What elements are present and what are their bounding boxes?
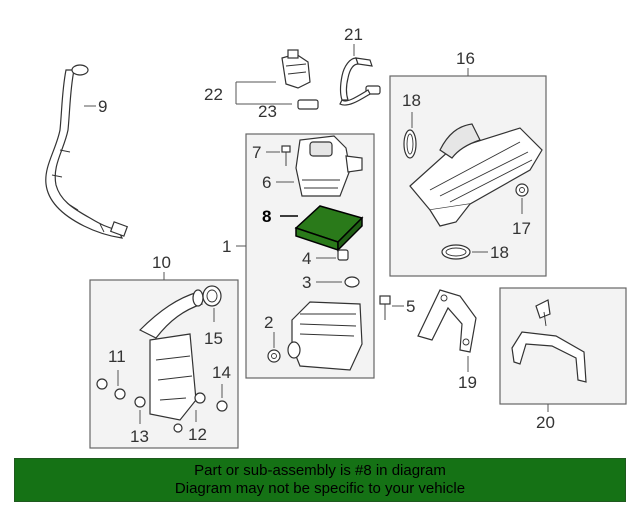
callout-13: 13 <box>130 427 149 446</box>
part-14-grommet[interactable] <box>216 400 228 412</box>
part-23-clip[interactable] <box>297 99 319 110</box>
part-8-air-filter[interactable] <box>294 205 364 252</box>
banner-line-1: Part or sub-assembly is #8 in diagram <box>194 462 446 479</box>
banner-line-2: Diagram may not be specific to your vehi… <box>174 480 466 497</box>
part-2-grommet[interactable] <box>267 349 281 363</box>
part-20-bracket[interactable] <box>511 299 587 383</box>
info-banner: Part or sub-assembly is #8 in diagram Di… <box>14 458 626 502</box>
callout-11: 11 <box>108 347 126 366</box>
part-12-grommet[interactable] <box>173 392 206 433</box>
callout-2: 2 <box>264 313 273 332</box>
callout-23: 23 <box>258 102 277 121</box>
part-11-grommet[interactable] <box>96 378 126 400</box>
callout-5: 5 <box>406 297 415 316</box>
part-3-grommet[interactable] <box>344 276 360 288</box>
part-16-air-cleaner-cover[interactable] <box>409 123 543 227</box>
part-7-bolt[interactable] <box>281 145 291 166</box>
callout-6: 6 <box>262 173 271 192</box>
part-19-bracket[interactable] <box>417 289 477 353</box>
part-4-plug[interactable] <box>337 249 349 261</box>
callout-3: 3 <box>302 273 311 292</box>
callout-20: 20 <box>536 413 555 432</box>
part-22-sensor[interactable] <box>281 49 311 89</box>
callout-15: 15 <box>204 329 223 348</box>
part-18-clamp-upper[interactable] <box>403 129 417 159</box>
part-9-inlet-duct[interactable] <box>45 64 129 239</box>
part-15-clamp[interactable] <box>202 285 222 307</box>
callout-22: 22 <box>204 85 223 104</box>
callout-9: 9 <box>98 97 107 116</box>
callout-10: 10 <box>152 253 171 272</box>
part-17-grommet[interactable] <box>515 183 529 197</box>
assembly-box-10 <box>89 279 239 449</box>
callout-18b: 18 <box>490 243 509 262</box>
callout-1: 1 <box>222 237 231 256</box>
part-10-resonator-duct[interactable] <box>138 289 204 421</box>
callout-7: 7 <box>252 143 261 162</box>
callout-4: 4 <box>302 249 311 268</box>
callout-16: 16 <box>456 49 475 68</box>
part-6-upper-housing[interactable] <box>295 135 363 197</box>
callout-17: 17 <box>512 219 531 238</box>
part-5-bolt[interactable] <box>379 295 391 320</box>
part-13-fastener[interactable] <box>134 396 146 408</box>
callout-21: 21 <box>344 25 363 44</box>
part-21-hose[interactable] <box>339 57 381 106</box>
callout-18a: 18 <box>402 91 421 110</box>
callout-12: 12 <box>188 425 207 444</box>
part-18-clamp-lower[interactable] <box>441 244 471 260</box>
callout-14: 14 <box>212 363 231 382</box>
callout-19: 19 <box>458 373 477 392</box>
parts-diagram: 9 22 23 21 16 18 17 1 <box>45 25 627 449</box>
callout-8: 8 <box>262 207 271 226</box>
part-2-lower-housing[interactable] <box>287 301 363 371</box>
